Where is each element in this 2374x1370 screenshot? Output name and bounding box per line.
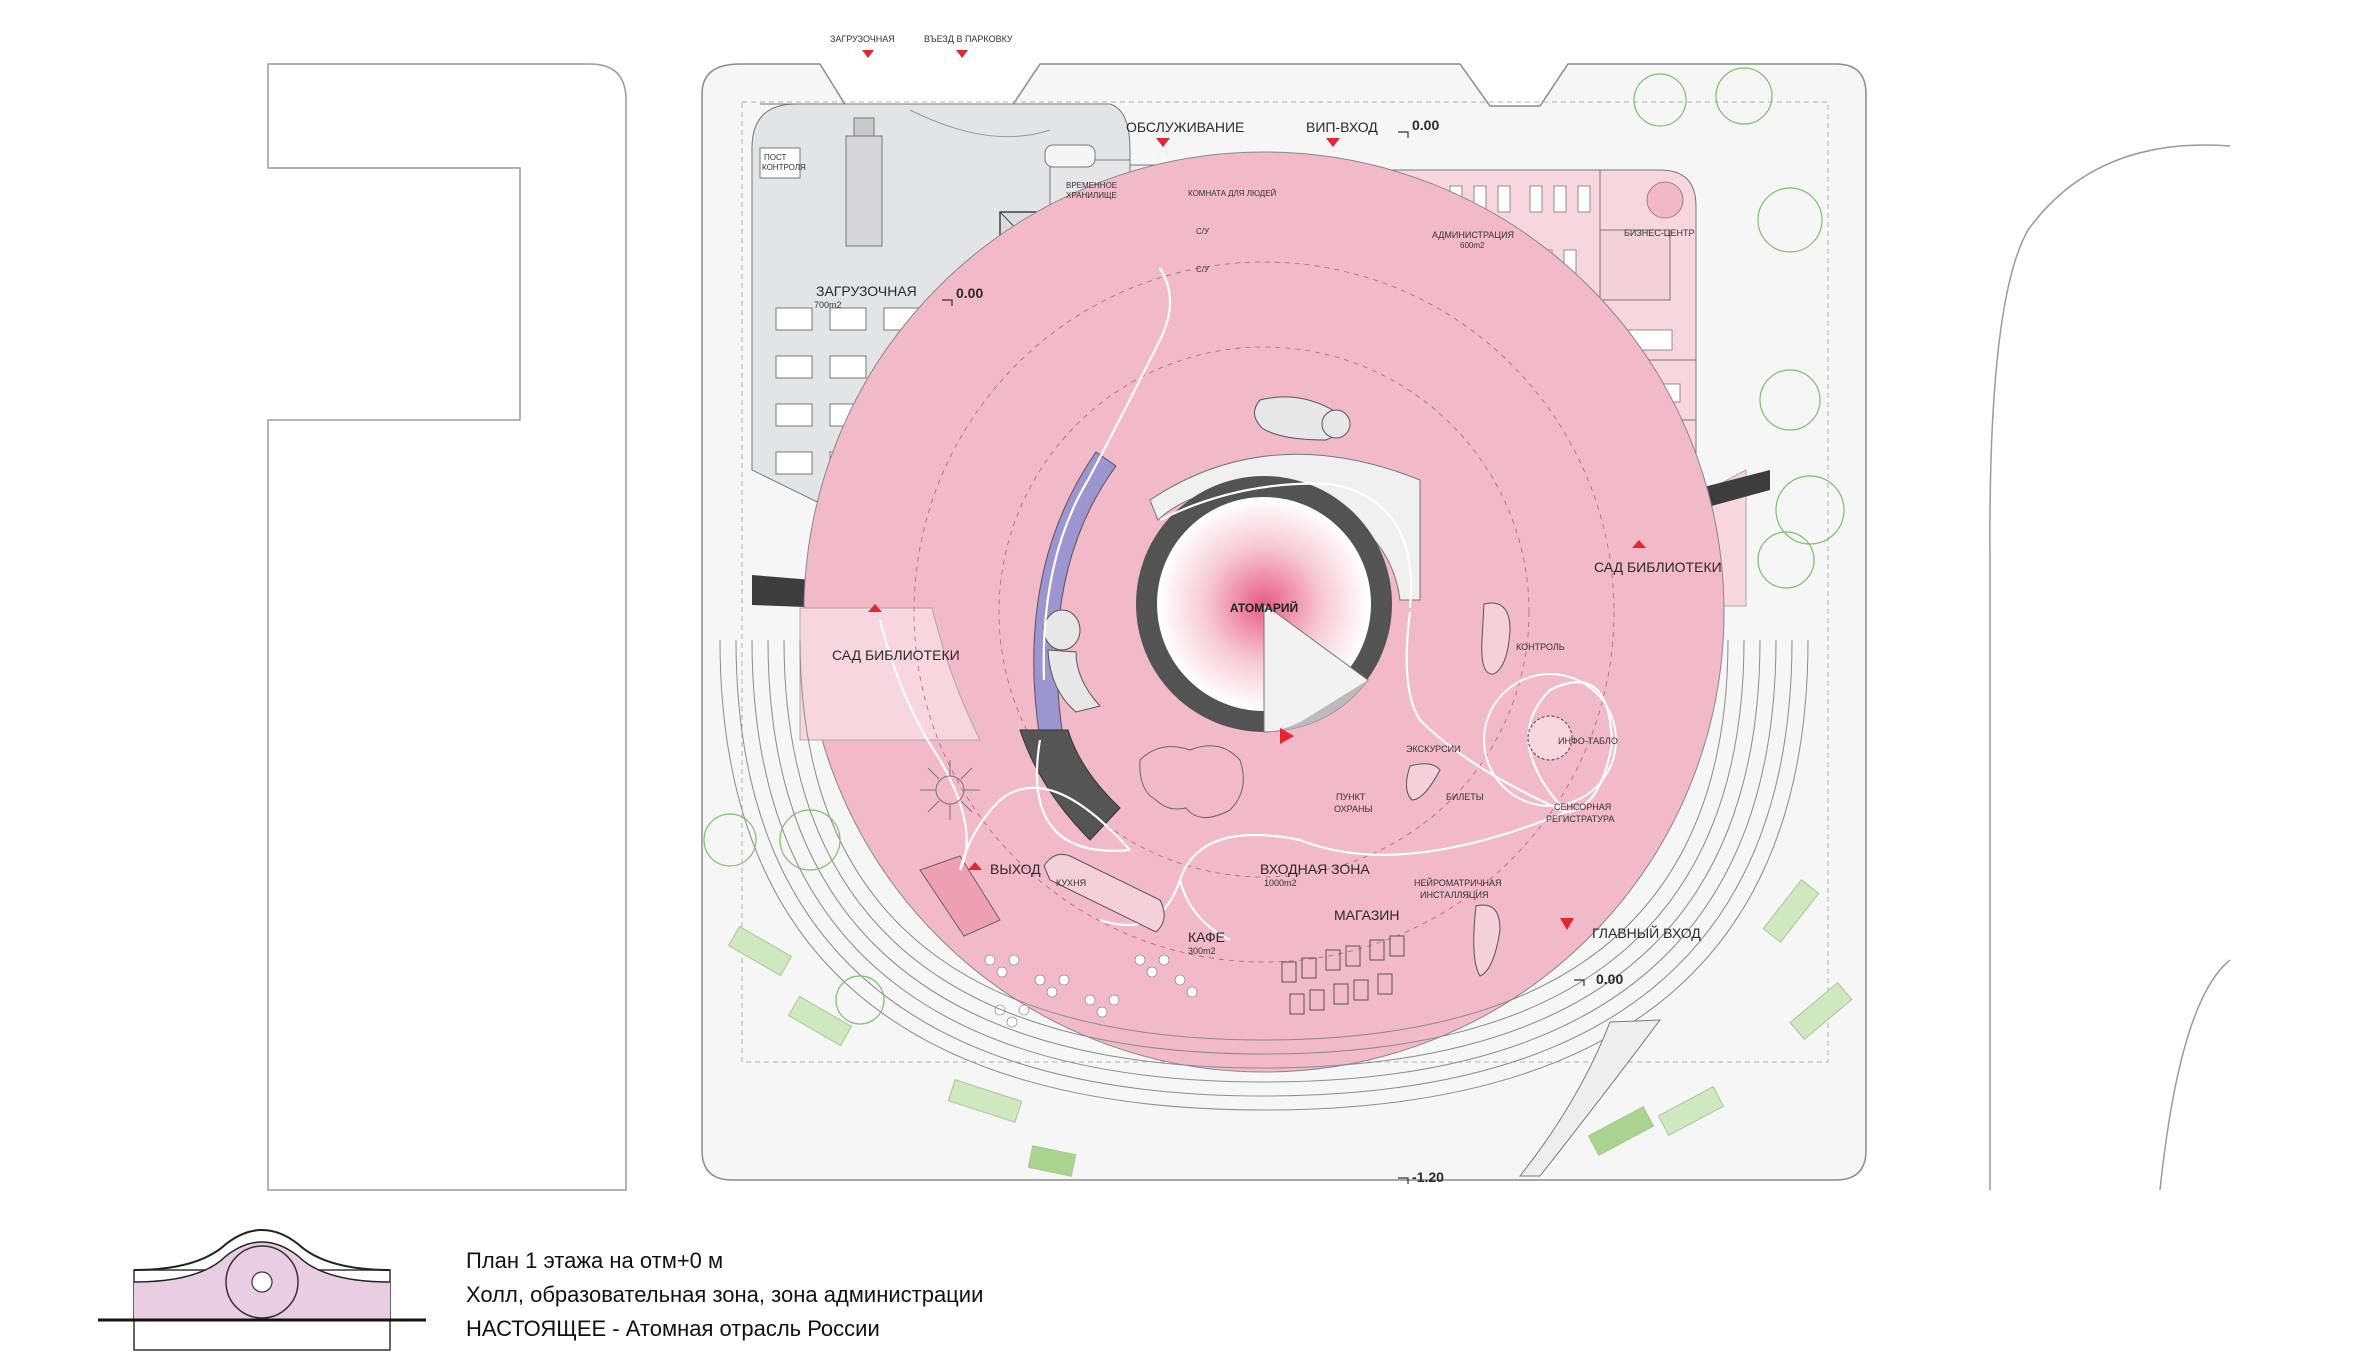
section-sketch — [98, 1229, 426, 1351]
label-wc-2: С/У — [1196, 265, 1210, 274]
info-board — [1527, 715, 1573, 761]
label-tickets: БИЛЕТЫ — [1446, 792, 1484, 802]
parking-ramp — [909, 109, 1051, 138]
label-loading: ЗАГРУЗОЧНАЯ — [816, 283, 917, 299]
label-security: ПУНКТ — [1336, 792, 1366, 802]
neighbor-building-left — [267, 63, 627, 1191]
label-top-loading: ЗАГРУЗОЧНАЯ — [830, 34, 895, 44]
business-center — [1599, 229, 1671, 301]
exit-vestibule — [919, 855, 1001, 937]
label-cafe-area: 300m2 — [1188, 946, 1216, 956]
post-booth — [759, 147, 801, 179]
cafe-counter — [1043, 853, 1165, 933]
label-top-parking: ВЪЕЗД В ПАРКОВКУ — [924, 34, 1013, 44]
dark-arc — [1019, 729, 1121, 841]
label-business-center: БИЗНЕС-ЦЕНТР — [1624, 228, 1694, 238]
neighbor-building-right — [1989, 144, 2231, 1190]
neuro-installation — [1473, 904, 1501, 977]
caption-line-3: НАСТОЯЩЕЕ - Атомная отрасль России — [466, 1316, 880, 1341]
green-benches — [727, 879, 1853, 1177]
sun-sculpture — [920, 760, 980, 820]
label-sensory-2: РЕГИСТРАТУРА — [1546, 814, 1614, 824]
label-wc-note: КОМНАТА ДЛЯ ЛЮДЕЙ — [1188, 189, 1277, 198]
label-storage-2: ХРАНИЛИЩЕ — [1066, 191, 1117, 200]
control-booth — [1481, 602, 1511, 675]
label-cafe: КАФЕ — [1188, 929, 1225, 945]
label-post: ПОСТ — [764, 153, 786, 162]
cafe-seating — [984, 954, 1198, 1028]
label-control: КОНТРОЛЬ — [1516, 642, 1565, 652]
label-atomarium: АТОМАРИЙ — [1230, 600, 1298, 615]
label-entry-area: 1000m2 — [1264, 878, 1297, 888]
info-board-ring — [1483, 673, 1617, 807]
label-level-entry: 0.00 — [1596, 971, 1623, 987]
russia-map-outline — [1139, 745, 1244, 818]
label-wc-1: С/У — [1196, 227, 1210, 236]
caption-line-2: Холл, образовательная зона, зона админис… — [466, 1282, 984, 1307]
site-inner-boundary — [741, 101, 1829, 1063]
shop-shelves — [1281, 935, 1405, 1015]
label-entry-zone: ВХОДНАЯ ЗОНА — [1260, 861, 1370, 877]
label-garden-right: САД БИБЛИОТЕКИ — [1594, 559, 1722, 575]
label-loading-area: 700m2 — [814, 300, 842, 310]
label-exit: ВЫХОД — [990, 861, 1041, 877]
label-main-entry: ГЛАВНЫЙ ВХОД — [1592, 924, 1701, 941]
label-storage: ВРЕМЕННОЕ — [1066, 181, 1117, 190]
label-info-board: ИНФО-ТАБЛО — [1558, 736, 1618, 746]
label-sensory: СЕНСОРНАЯ — [1554, 802, 1611, 812]
label-vip-entry: ВИП-ВХОД — [1306, 119, 1378, 135]
label-service: ОБСЛУЖИВАНИЕ — [1126, 119, 1244, 135]
label-excursions: ЭКСКУРСИИ — [1406, 744, 1461, 754]
label-shop: МАГАЗИН — [1334, 907, 1399, 923]
label-kitchen: КУХНЯ — [1056, 878, 1086, 888]
stair-pod-top — [1254, 396, 1351, 441]
label-neuro-2: ИНСТАЛЛЯЦИЯ — [1420, 890, 1489, 900]
label-admin: АДМИНИСТРАЦИЯ — [1432, 230, 1514, 240]
visitor-flow — [878, 267, 1614, 941]
stair-pod-left — [1043, 609, 1101, 713]
orbit-ring-inner — [998, 346, 1530, 878]
parked-car — [1044, 144, 1096, 168]
amphitheatre-steps — [719, 639, 1809, 1111]
label-neuro: НЕЙРОМАТРИЧНАЯ — [1414, 877, 1502, 888]
level-markers — [942, 131, 1585, 1184]
label-post-2: КОНТРОЛЯ — [762, 163, 806, 172]
garden-left-zone — [799, 607, 981, 741]
entrance-ramp — [1518, 1019, 1662, 1177]
street-curve — [2159, 959, 2231, 1191]
label-level-bottom: -1.20 — [1412, 1169, 1444, 1185]
label-level-loading: 0.00 — [956, 285, 983, 301]
label-admin-area: 600m2 — [1460, 241, 1485, 250]
label-level-top: 0.00 — [1412, 117, 1439, 133]
ticket-desk — [1406, 763, 1441, 801]
label-garden-left: САД БИБЛИОТЕКИ — [832, 647, 960, 663]
label-security-2: ОХРАНЫ — [1334, 804, 1373, 814]
entry-markers — [862, 50, 1646, 930]
orbit-ring-outer — [913, 261, 1615, 963]
caption-line-1: План 1 этажа на отм+0 м — [466, 1248, 724, 1273]
loading-ramp — [845, 135, 883, 247]
trees — [703, 67, 1845, 1025]
